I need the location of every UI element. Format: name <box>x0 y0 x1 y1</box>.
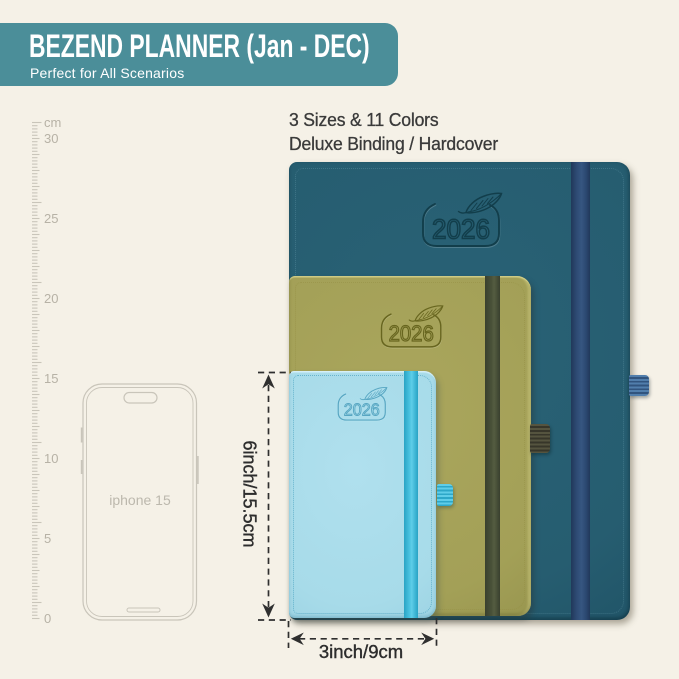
svg-text:5: 5 <box>44 531 51 546</box>
svg-text:iphone 15: iphone 15 <box>109 492 171 508</box>
svg-text:0: 0 <box>44 611 51 626</box>
svg-text:25: 25 <box>44 211 58 226</box>
svg-text:30: 30 <box>44 131 58 146</box>
svg-text:20: 20 <box>44 291 58 306</box>
svg-text:3inch/9cm: 3inch/9cm <box>319 641 403 662</box>
svg-text:10: 10 <box>44 451 58 466</box>
svg-text:6inch/15.5cm: 6inch/15.5cm <box>240 440 260 547</box>
svg-text:cm: cm <box>44 115 61 130</box>
svg-text:15: 15 <box>44 371 58 386</box>
